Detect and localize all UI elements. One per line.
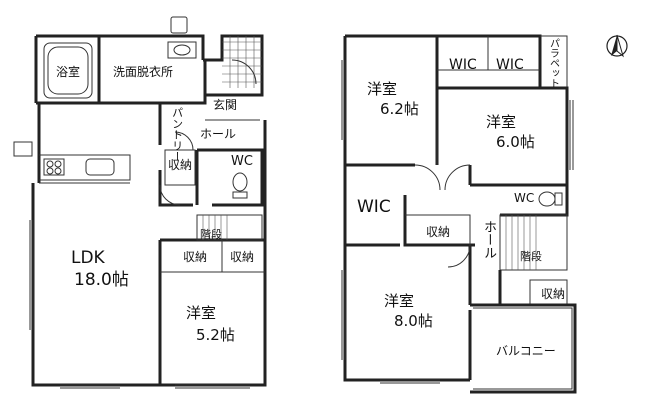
ldk-size: 18.0帖	[74, 270, 129, 290]
wic2-label: WIC	[496, 57, 524, 73]
room2a-name: 洋室	[367, 80, 398, 98]
parapet-label: パラペット	[547, 38, 559, 88]
room2c-name: 洋室	[384, 292, 415, 310]
wc1-label: WC	[231, 154, 253, 169]
stairs1-label: 階段	[200, 228, 222, 241]
storage1b-label: 収納	[183, 250, 208, 264]
pantry-label: パントリー	[170, 107, 184, 162]
north-arrow-icon	[606, 34, 628, 58]
storage2b-label: 収納	[541, 287, 566, 301]
storage2a-label: 収納	[426, 225, 451, 239]
room1f-size: 5.2帖	[196, 326, 235, 344]
room2a-size: 6.2帖	[380, 100, 419, 118]
bath-label: 浴室	[56, 65, 81, 79]
hall2-label: ホール	[480, 220, 496, 259]
washroom-label: 洗面脱衣所	[113, 65, 174, 79]
room2b-size: 6.0帖	[496, 133, 535, 151]
wc2-label: WC	[514, 191, 535, 205]
storage1c-label: 収納	[230, 250, 255, 264]
room1f-name: 洋室	[186, 304, 217, 322]
stairs2-label: 階段	[520, 250, 542, 263]
storage1a-label: 収納	[168, 158, 193, 172]
floor2-walls	[343, 34, 577, 394]
floor1-walls	[31, 34, 267, 387]
wic3-label: WIC	[357, 197, 391, 217]
room2c-size: 8.0帖	[394, 312, 433, 330]
room2b-name: 洋室	[486, 113, 517, 131]
wic1-label: WIC	[449, 57, 477, 73]
balcony-label: バルコニー	[496, 344, 556, 358]
ldk-name: LDK	[71, 248, 105, 268]
entrance-label: 玄関	[213, 98, 238, 112]
hall1-label: ホール	[200, 127, 237, 141]
